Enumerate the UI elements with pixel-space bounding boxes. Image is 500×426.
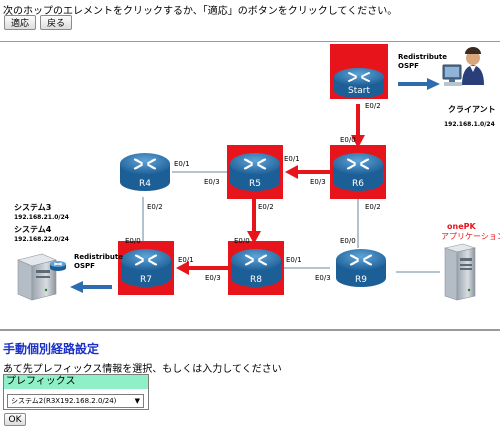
router-start[interactable]: Start (330, 44, 388, 99)
system-router-small-icon (50, 261, 66, 271)
router-r9[interactable]: R9 (336, 249, 386, 287)
onepk-label: onePK (447, 222, 476, 231)
redistribute-top-line2: OSPF (398, 62, 419, 70)
dropdown-arrow-icon: ▼ (134, 397, 140, 405)
prefix-panel: プレフィックス システム2(R3X192.168.2.0/24) ▼ (3, 374, 149, 410)
router-r4[interactable]: R4 (120, 153, 170, 191)
router-r7[interactable]: R7 (118, 241, 174, 295)
path-arrow-r5-r8 (247, 199, 261, 244)
client-icon (442, 47, 484, 86)
router-r6[interactable]: R6 (330, 145, 386, 199)
client-subnet: 192.168.1.0/24 (444, 121, 495, 128)
if-r8-left: E0/3 (205, 274, 221, 282)
router-start-label: Start (348, 86, 370, 96)
if-r6-bottom: E0/2 (365, 203, 381, 211)
system3-label: システム3 (14, 203, 51, 212)
if-r9-left: E0/3 (315, 274, 331, 282)
if-r5-bottom: E0/2 (258, 203, 274, 211)
if-r5-left: E0/3 (204, 178, 220, 186)
path-arrow-r6-r5 (285, 165, 330, 179)
prefix-select[interactable]: システム2(R3X192.168.2.0/24) ▼ (7, 394, 144, 408)
router-r4-label: R4 (139, 179, 151, 189)
if-r6-left: E0/3 (310, 178, 326, 186)
if-r8-top: E0/0 (234, 237, 250, 245)
system4-subnet: 192.168.22.0/24 (14, 236, 69, 243)
if-r7-right: E0/1 (178, 256, 194, 264)
top-divider (0, 41, 500, 42)
if-r6-top: E0/0 (340, 136, 356, 144)
back-button[interactable]: 戻る (40, 15, 72, 30)
prefix-header: プレフィックス (4, 375, 148, 389)
router-r9-label: R9 (355, 275, 367, 285)
redistribute-top-line1: Redistribute (398, 53, 447, 61)
ok-button[interactable]: OK (4, 413, 26, 426)
redistribute-bottom-line2: OSPF (74, 262, 95, 270)
router-r6-label: R6 (352, 179, 364, 189)
if-start-r6: E0/2 (365, 102, 381, 110)
network-diagram: Start R4 R5 R6 R7 R8 (14, 44, 500, 301)
section-subtext: あて先プレフィックス情報を選択、もしくは入力してください (3, 364, 282, 375)
redistribute-bottom-label: Redistribute OSPF (74, 253, 125, 270)
redistribute-bottom-line1: Redistribute (74, 253, 123, 261)
router-r8-label: R8 (250, 275, 262, 285)
onepk-server-icon (443, 243, 477, 301)
path-arrow-start-r6 (351, 104, 365, 148)
router-r8[interactable]: R8 (228, 241, 284, 295)
if-r5-right: E0/1 (284, 155, 300, 163)
if-r4-bottom: E0/2 (147, 203, 163, 211)
if-r8-right: E0/1 (286, 256, 302, 264)
section-title: 手動個別経路設定 (3, 342, 100, 356)
if-r9-top: E0/0 (340, 237, 356, 245)
arrow-r7-system (70, 281, 112, 293)
redistribute-top-label: Redistribute OSPF (398, 53, 449, 70)
router-r5[interactable]: R5 (227, 145, 283, 199)
if-r7-top: E0/0 (125, 237, 141, 245)
system3-subnet: 192.168.21.0/24 (14, 214, 69, 221)
path-arrow-r8-r7 (176, 261, 228, 275)
client-label: クライアント (448, 104, 496, 114)
arrow-start-client (398, 78, 440, 90)
apply-button[interactable]: 適応 (4, 15, 36, 30)
prefix-selected-value: システム2(R3X192.168.2.0/24) (11, 397, 117, 405)
system4-label: システム4 (14, 225, 52, 234)
system-server-icon (17, 253, 57, 301)
onepk-app-label: アプリケーション (441, 232, 500, 241)
section-divider (0, 329, 500, 331)
instruction-text: 次のホップのエレメントをクリックするか、「適応」のボタンをクリックしてください。 (3, 6, 398, 17)
router-r7-label: R7 (140, 275, 152, 285)
if-r4-right: E0/1 (174, 160, 190, 168)
router-r5-label: R5 (249, 179, 261, 189)
